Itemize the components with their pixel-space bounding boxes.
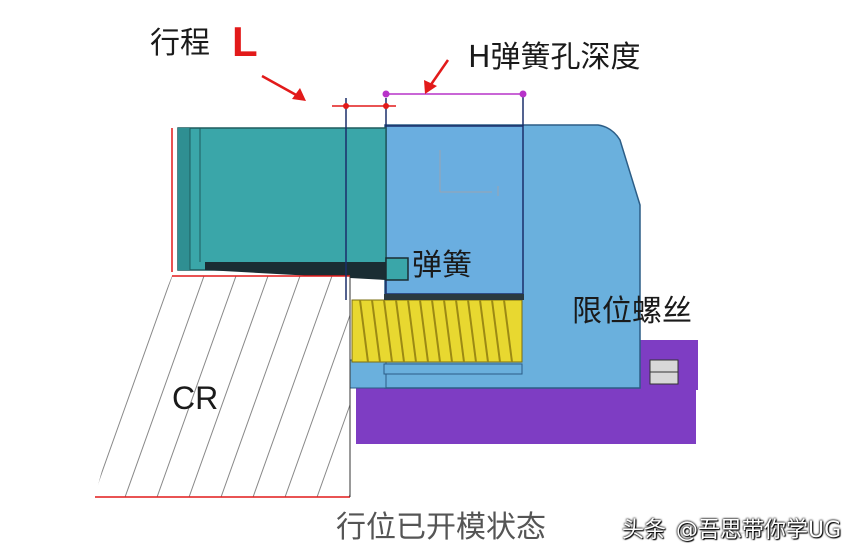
depth-arrow [424, 59, 450, 94]
coordinate-mark [439, 150, 499, 196]
stroke-label: 行程 [150, 26, 210, 61]
stroke-arrow [261, 74, 306, 101]
slider-block [171, 127, 387, 272]
watermark-author: @吾思带你学UG [676, 518, 842, 543]
watermark-source: 头条 [622, 518, 667, 543]
cr-block [95, 275, 351, 498]
body-step [349, 359, 387, 389]
spring-hole [385, 125, 524, 295]
stroke-dimension [332, 98, 396, 300]
state-caption: 行位已开模状态 [336, 510, 546, 545]
spring-label: 弹簧 [412, 248, 472, 283]
watermark: 头条 @吾思带你学UG [622, 512, 841, 544]
watermark-ghost-text: UG [734, 514, 767, 539]
limit-screw-label: 限位螺丝 [572, 294, 692, 329]
spring-stop [385, 257, 409, 281]
cr-label: CR [172, 380, 219, 416]
depth-dimension [382, 90, 527, 126]
limit-screw [649, 359, 679, 385]
stroke-symbol-label: L [232, 18, 258, 65]
spring-hole-depth-label: H弹簧孔深度 [468, 40, 641, 75]
spring-coil [351, 294, 524, 375]
